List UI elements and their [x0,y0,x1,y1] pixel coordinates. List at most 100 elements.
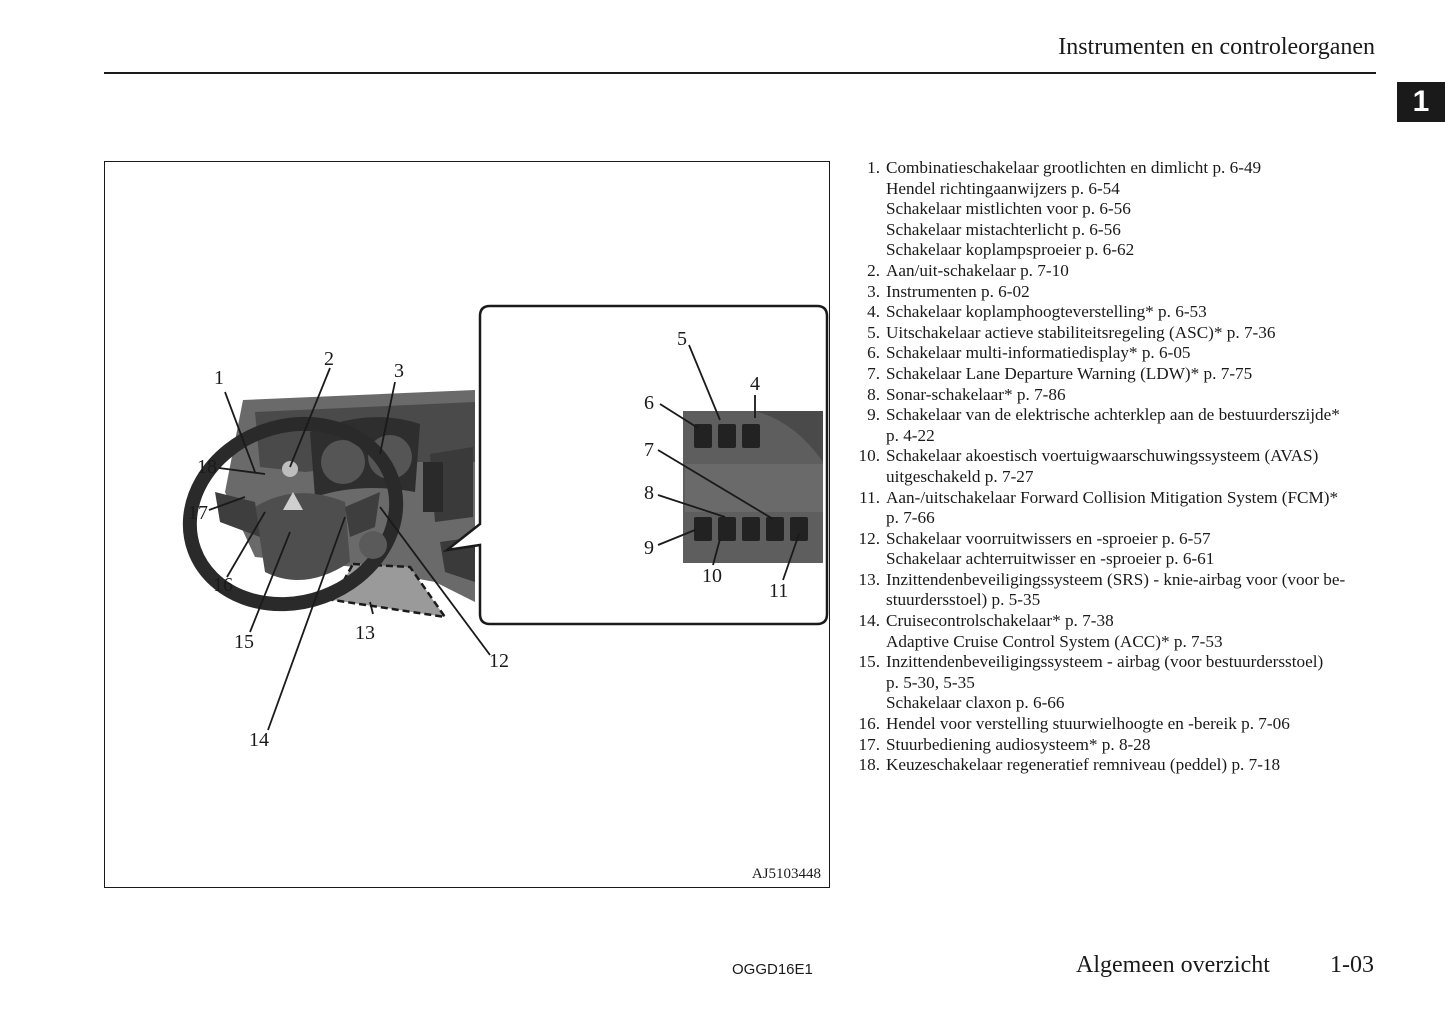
legend-item-line: Schakelaar multi-informatiedisplay* p. 6… [886,343,1191,363]
legend-item-number: 4. [867,302,880,322]
callout-9: 9 [644,537,654,559]
callout-12: 12 [489,650,509,672]
legend-item-line: Inzittendenbeveiligingssysteem (SRS) - k… [886,569,1346,589]
callout-11: 11 [769,580,789,602]
legend-item: 11. Aan-/uitschakelaar Forward Collision … [848,488,1388,529]
legend-item: 9. Schakelaar van de elektrische achterkl… [848,405,1388,446]
component-legend: 1. Combinatieschakelaar grootlichten en d… [848,158,1388,776]
legend-item-number: 1. [867,158,880,177]
legend-item-line: Cruisecontrolschakelaar* p. 7-38 [886,611,1114,631]
legend-item-text: Schakelaar Lane Departure Warning (LDW)*… [886,364,1252,385]
callout-15: 15 [234,631,254,653]
legend-item-line: Schakelaar koplamphoogteverstelling* p. … [886,302,1207,322]
callout-6: 6 [644,392,654,414]
chapter-tab: 1 [1397,82,1445,122]
callout-5: 5 [677,328,687,350]
legend-item-text: Aan/uit-schakelaar p. 7-10 [886,261,1069,282]
legend-item-number: 2. [867,260,880,280]
legend-item-number: 11. [859,487,880,507]
callout-13: 13 [355,622,375,644]
legend-item-line: Schakelaar mistlichten voor p. 6-56 [886,199,1131,219]
legend-item-line: Schakelaar koplampsproeier p. 6-62 [886,240,1135,260]
footer-section-title: Algemeen overzicht [1076,952,1270,978]
callout-4: 4 [750,373,760,395]
legend-item-number: 13. [858,569,880,589]
legend-item: 7.Schakelaar Lane Departure Warning (LDW… [848,364,1388,385]
legend-item-number: 8. [867,384,880,404]
legend-item-line: Schakelaar mistachterlicht p. 6-56 [886,219,1121,239]
legend-item-line: Sonar-schakelaar* p. 7-86 [886,384,1066,404]
callout-10: 10 [702,565,722,587]
legend-item: 3.Instrumenten p. 6-02 [848,282,1388,303]
legend-item-number: 18. [858,755,880,775]
legend-item: 4. Schakelaar koplamphoogteverstelling* p… [848,302,1388,323]
legend-item-number: 6. [867,343,880,363]
legend-item-line: stuurdersstoel) p. 5-35 [886,590,1041,610]
figure-code: AJ5103448 [751,866,821,882]
callout-3: 3 [394,360,404,382]
legend-item-text: Schakelaar akoestisch voertuigwaarschuwi… [886,446,1318,487]
legend-item: 12.Schakelaar voorruitwissers en -sproei… [848,529,1388,570]
callout-18: 18 [197,456,217,478]
callout-14: 14 [249,729,269,751]
legend-item-line: Schakelaar voorruitwissers en -sproeier … [886,528,1211,548]
legend-item-line: p. 7-66 [886,508,935,528]
legend-item-line: p. 5-30, 5-35 [886,672,975,692]
callout-16: 16 [213,574,233,596]
footer-code: OGGD16E1 [732,961,813,978]
legend-item: 16. Hendel voor verstelling stuurwielhoog… [848,714,1388,735]
legend-item-line: Combinatieschakelaar grootlichten en dim… [886,158,1262,177]
legend-item-line: Aan/uit-schakelaar p. 7-10 [886,260,1069,280]
legend-item: 13. Inzittendenbeveiligingssysteem (SRS) … [848,570,1388,611]
legend-item-number: 5. [867,322,880,342]
legend-item-line: uitgeschakeld p. 7-27 [886,466,1034,486]
legend-item-line: Hendel richtingaanwijzers p. 6-54 [886,178,1120,198]
legend-item-line: Inzittendenbeveiligingssysteem - airbag … [886,652,1324,672]
dashboard-figure: 1 2 3 4 5 6 7 8 9 10 11 12 13 14 15 16 1… [104,161,830,888]
dashboard-illustration [182,304,829,731]
legend-item-text: Stuurbediening audiosysteem* p. 8-28 [886,735,1150,756]
legend-item-text: Combinatieschakelaar grootlichten en dim… [886,158,1261,261]
legend-item-line: Stuurbediening audiosysteem* p. 8-28 [886,734,1151,754]
legend-item-text: Hendel voor verstelling stuurwielhoogte … [886,714,1290,735]
legend-item-text: Schakelaar voorruitwissers en -sproeier … [886,529,1214,570]
page-number: 1-03 [1330,952,1374,978]
legend-item-number: 17. [858,734,880,754]
legend-item-line: Hendel voor verstelling stuurwielhoogte … [886,714,1290,734]
legend-item-text: Sonar-schakelaar* p. 7-86 [886,385,1066,406]
legend-item-line: Schakelaar akoestisch voertuigwaarschuwi… [886,446,1319,466]
legend-item-text: Uitschakelaar actieve stabiliteitsregeli… [886,323,1275,344]
legend-item-line: Schakelaar van de elektrische achterklep… [886,405,1340,425]
legend-item: 2. Aan/uit-schakelaar p. 7-10 [848,261,1388,282]
callout-8: 8 [644,482,654,504]
callout-7: 7 [644,439,654,461]
legend-item-line: Schakelaar achterruitwisser en -sproeier… [886,549,1215,569]
legend-item: 1. Combinatieschakelaar grootlichten en d… [848,158,1388,261]
legend-item-number: 14. [858,611,880,631]
legend-item-text: Instrumenten p. 6-02 [886,282,1030,303]
legend-item-text: Schakelaar van de elektrische achterklep… [886,405,1340,446]
legend-item-line: Instrumenten p. 6-02 [886,281,1030,301]
header-rule [104,72,1376,74]
legend-item-line: p. 4-22 [886,425,935,445]
legend-item-text: Schakelaar koplamphoogteverstelling* p. … [886,302,1207,323]
legend-item: 10.Schakelaar akoestisch voertuigwaarsch… [848,446,1388,487]
legend-item-text: Inzittendenbeveiligingssysteem - airbag … [886,652,1323,714]
legend-item-text: Keuzeschakelaar regeneratief remniveau (… [886,755,1280,776]
legend-item-number: 9. [867,405,880,425]
legend-item-text: Aan-/uitschakelaar Forward Collision Mit… [886,488,1338,529]
legend-item: 8. Sonar-schakelaar* p. 7-86 [848,385,1388,406]
legend-item-line: Adaptive Cruise Control System (ACC)* p.… [886,631,1223,651]
legend-item-line: Keuzeschakelaar regeneratief remniveau (… [886,755,1281,775]
legend-item-number: 15. [858,652,880,672]
callout-17: 17 [188,502,208,524]
legend-item-line: Schakelaar Lane Departure Warning (LDW)*… [886,363,1253,383]
legend-item: 17. Stuurbediening audiosysteem* p. 8-28 [848,735,1388,756]
legend-item-text: Schakelaar multi-informatiedisplay* p. 6… [886,343,1191,364]
legend-item-text: Inzittendenbeveiligingssysteem (SRS) - k… [886,570,1345,611]
legend-item: 15. Inzittendenbeveiligingssysteem - airb… [848,652,1388,714]
legend-item-number: 16. [858,714,880,734]
callout-2: 2 [324,348,334,370]
